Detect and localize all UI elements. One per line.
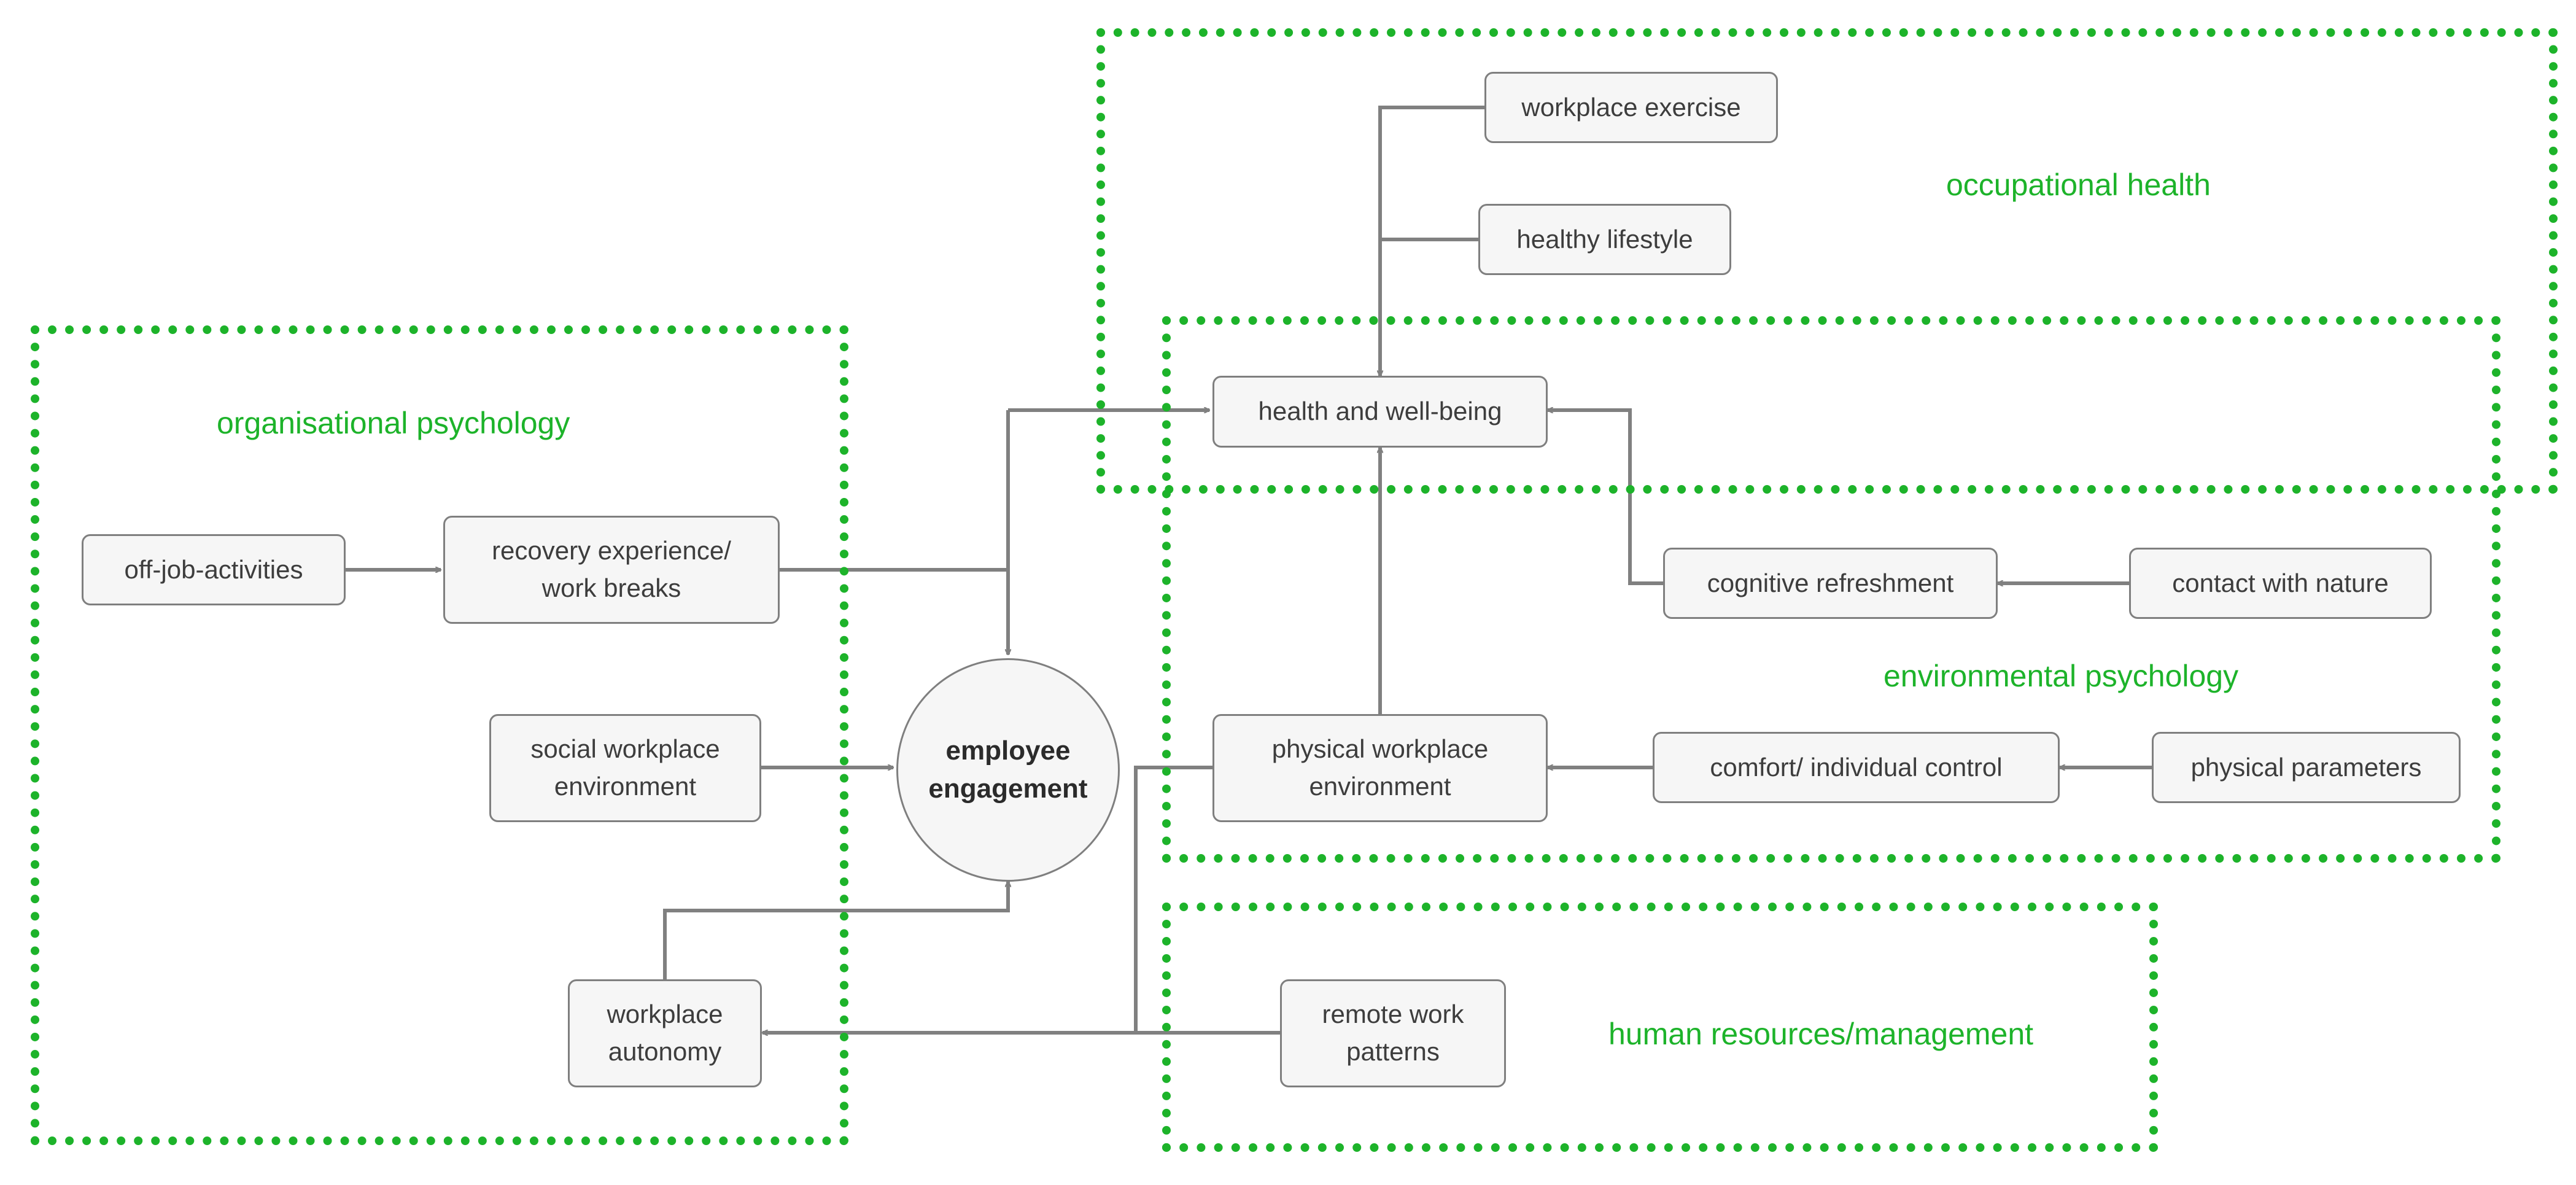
node-workplace-exercise: workplace exercise xyxy=(1484,72,1778,143)
edge-cognitive-to-health xyxy=(1548,410,1663,585)
zone-environmental-psychology xyxy=(1162,316,2500,863)
node-healthy-lifestyle: healthy lifestyle xyxy=(1478,204,1731,275)
zone-occupational-health xyxy=(1096,28,2558,494)
zone-organisational-psychology xyxy=(31,325,848,1145)
node-health-wellbeing: health and well-being xyxy=(1212,376,1548,448)
node-workplace-autonomy: workplace autonomy xyxy=(568,979,762,1087)
zone-label-occupational-health: occupational health xyxy=(1946,168,2211,202)
node-comfort-individual-control: comfort/ individual control xyxy=(1653,732,2060,803)
node-physical-workplace-environment: physical workplace environment xyxy=(1212,714,1548,822)
node-contact-with-nature: contact with nature xyxy=(2129,548,2432,619)
node-employee-engagement: employee engagement xyxy=(896,658,1120,882)
node-physical-parameters: physical parameters xyxy=(2152,732,2461,803)
node-cognitive-refreshment: cognitive refreshment xyxy=(1663,548,1998,619)
node-remote-work-patterns: remote work patterns xyxy=(1280,979,1506,1087)
zone-label-organisational-psychology: organisational psychology xyxy=(217,406,570,440)
node-off-job-activities: off-job-activities xyxy=(82,534,346,605)
node-recovery-experience: recovery experience/ work breaks xyxy=(443,516,780,624)
zone-label-environmental-psychology: environmental psychology xyxy=(1884,659,2239,693)
edge-autonomy-to-engagement xyxy=(663,882,1008,979)
edge-exercise-to-health xyxy=(1380,106,1484,376)
zone-human-resources xyxy=(1162,903,2158,1152)
node-social-workplace-environment: social workplace environment xyxy=(489,714,761,822)
edge-physical-to-autonomy xyxy=(1134,766,1212,1033)
zone-label-human-resources: human resources/management xyxy=(1608,1017,2034,1051)
